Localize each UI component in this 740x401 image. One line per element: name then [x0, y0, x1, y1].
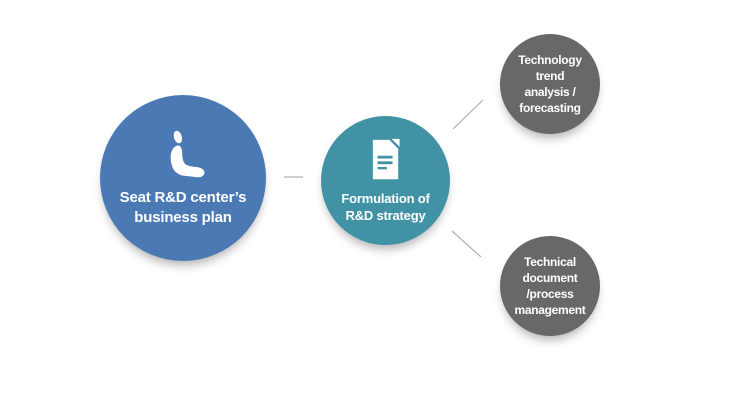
- label-line: R&D strategy: [345, 207, 426, 223]
- label-line: management: [514, 303, 586, 317]
- node-seat-rd-business-plan: Seat R&D center’s business plan: [100, 95, 266, 261]
- node-formulation-rd-strategy: Formulation of R&D strategy: [321, 116, 450, 245]
- connector-center-to-bottom: [451, 230, 482, 258]
- label-line: trend: [535, 69, 565, 83]
- label-line: business plan: [134, 208, 232, 226]
- node-label-technical-document: Technical document /process management: [514, 254, 585, 318]
- node-label-seat-rd: Seat R&D center’s business plan: [120, 188, 247, 228]
- node-technical-document-process: Technical document /process management: [500, 236, 600, 336]
- label-line: document: [522, 271, 578, 285]
- car-seat-icon: [170, 130, 205, 177]
- connector-center-to-top: [452, 99, 484, 130]
- document-icon: [372, 138, 400, 179]
- label-line: Seat R&D center’s: [119, 188, 247, 206]
- node-technology-trend-analysis: Technology trend analysis / forecasting: [500, 34, 600, 134]
- label-line: Technical: [524, 255, 576, 269]
- label-line: forecasting: [519, 101, 581, 115]
- label-line: /process: [526, 287, 574, 301]
- label-line: Formulation of: [341, 190, 430, 206]
- node-label-technology-trend: Technology trend analysis / forecasting: [518, 52, 582, 116]
- label-line: analysis /: [524, 85, 576, 99]
- node-label-formulation: Formulation of R&D strategy: [341, 190, 429, 224]
- label-line: Technology: [518, 53, 582, 67]
